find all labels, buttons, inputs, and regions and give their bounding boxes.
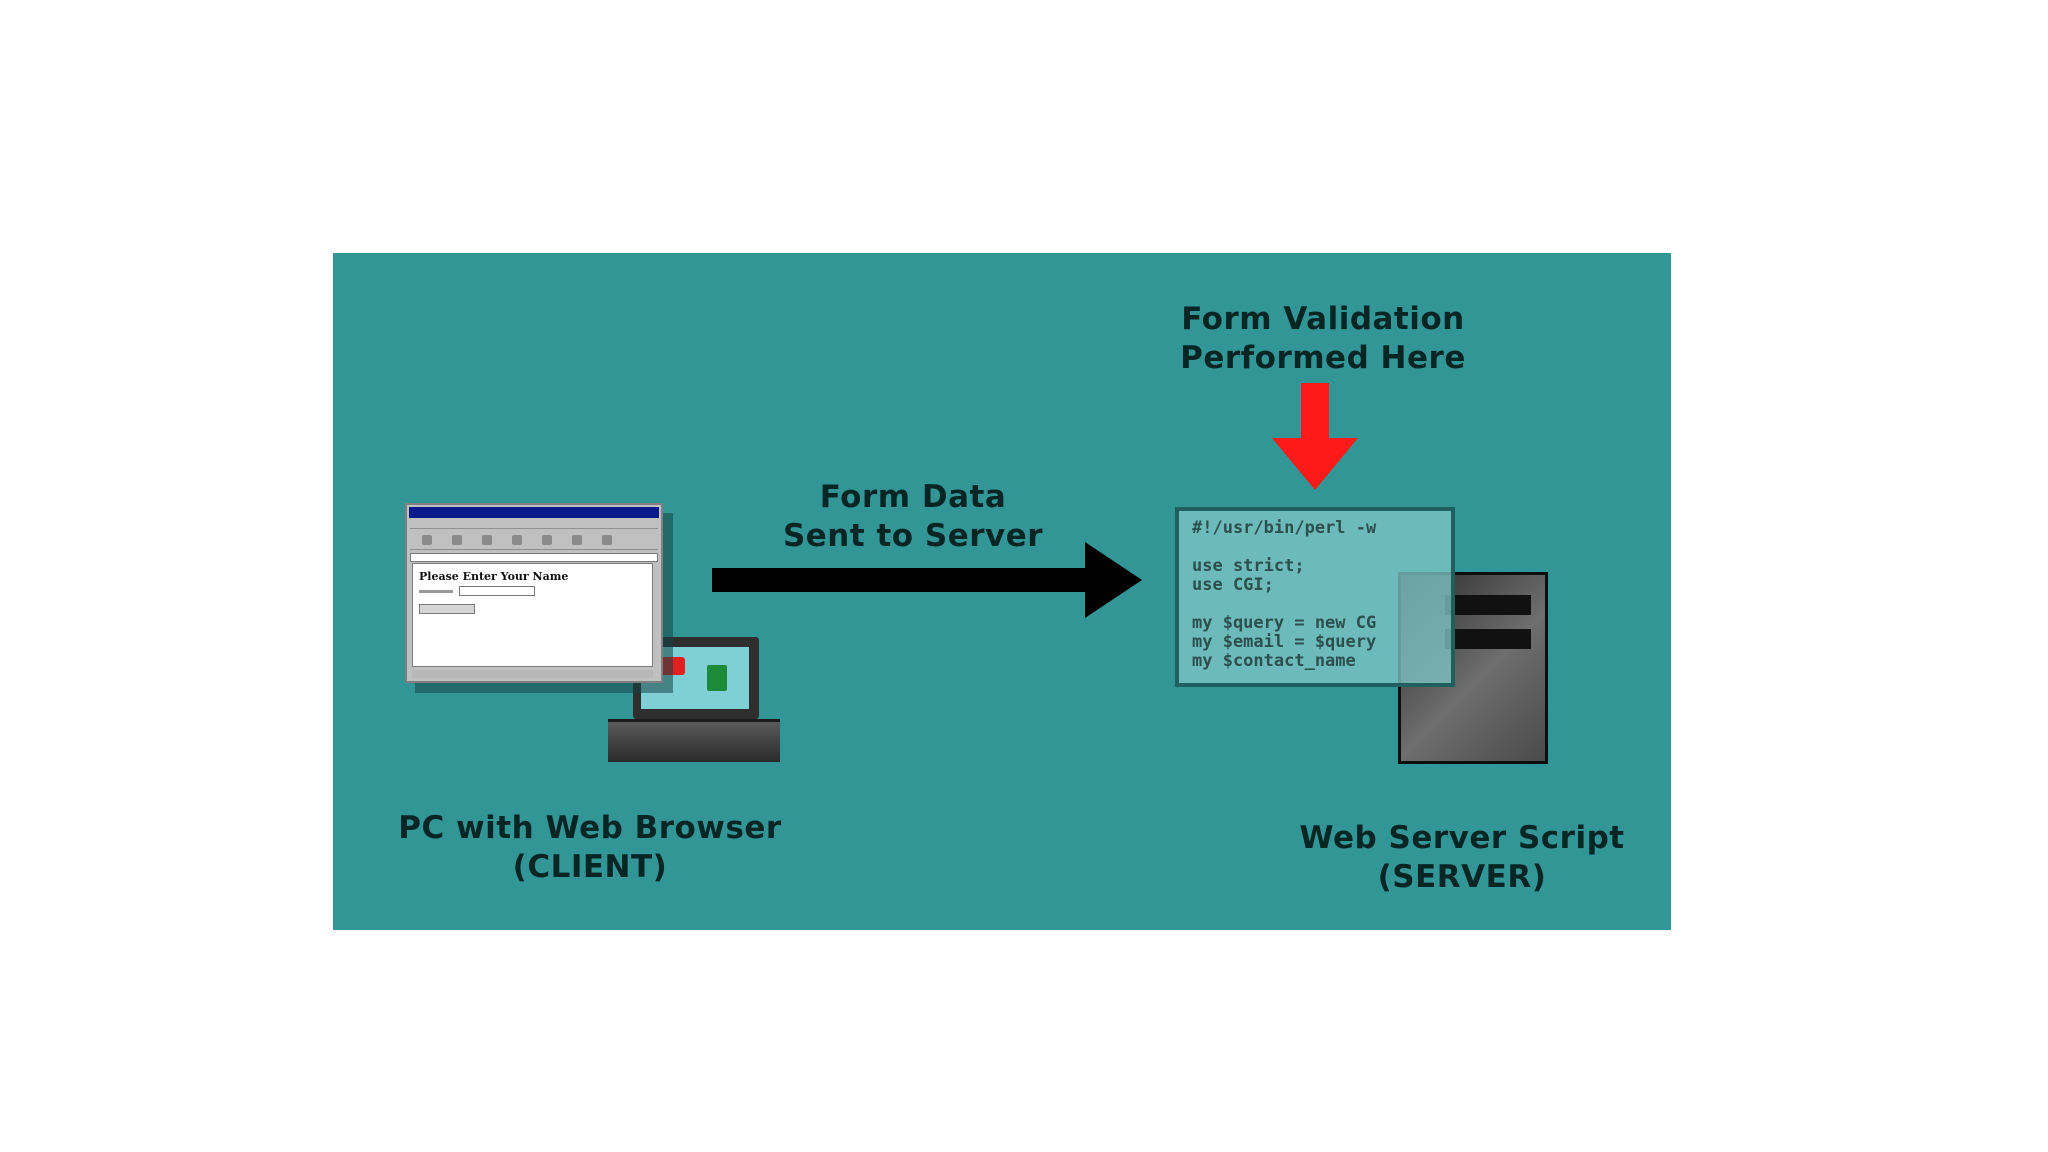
toolbar-print-icon [602,535,612,545]
server-script-box: #!/usr/bin/perl -w use strict;use CGI; my … [1175,507,1455,687]
server-label: Web Server Script (SERVER) [1262,819,1662,897]
script-code: #!/usr/bin/perl -w use strict;use CGI; my … [1192,519,1450,671]
browser-content: Please Enter Your Name [412,563,653,667]
client-label-line2: (CLIENT) [512,849,668,885]
toolbar-back-icon [422,535,432,545]
toolbar-refresh-icon [512,535,522,545]
toolbar-search-icon [572,535,582,545]
browser-address-bar [410,553,658,562]
validation-arrow [1272,383,1358,490]
browser-form-heading: Please Enter Your Name [419,570,569,583]
toolbar-stop-icon [482,535,492,545]
flow-label-line2: Sent to Server [782,518,1044,554]
browser-menubar [410,520,658,529]
script-line: use CGI; [1192,575,1274,595]
server-label-line2: (SERVER) [1377,859,1547,895]
validation-label: Form Validation Performed Here [1158,300,1488,378]
browser-titlebar [409,507,659,518]
script-line [1192,538,1450,557]
client-label-line1: PC with Web Browser [398,810,782,846]
validation-label-line1: Form Validation [1181,301,1465,337]
browser-window-icon: Please Enter Your Name [405,503,663,683]
script-line [1192,595,1450,614]
script-line: #!/usr/bin/perl -w [1192,519,1377,538]
server-label-line1: Web Server Script [1299,820,1625,856]
browser-name-field [459,586,535,596]
script-line: my $email = $query [1192,632,1377,652]
browser-statusbar [412,670,653,678]
server-drive-bay [1445,595,1531,615]
script-line: use strict; [1192,556,1305,576]
toolbar-home-icon [542,535,552,545]
laptop-window-green [707,665,727,691]
browser-field-label [419,590,453,593]
server-drive-bay [1445,629,1531,649]
client-label: PC with Web Browser (CLIENT) [365,809,815,887]
script-line: my $query = new CG [1192,613,1377,633]
toolbar-forward-icon [452,535,462,545]
validation-label-line2: Performed Here [1180,340,1466,376]
flow-label: Form Data Sent to Server [748,478,1078,556]
laptop-base [608,719,780,762]
flow-label-line1: Form Data [819,479,1007,515]
flow-arrow [712,542,1142,618]
script-line: my $contact_name [1192,651,1356,671]
browser-submit-button [419,604,475,614]
browser-toolbar [410,531,658,550]
